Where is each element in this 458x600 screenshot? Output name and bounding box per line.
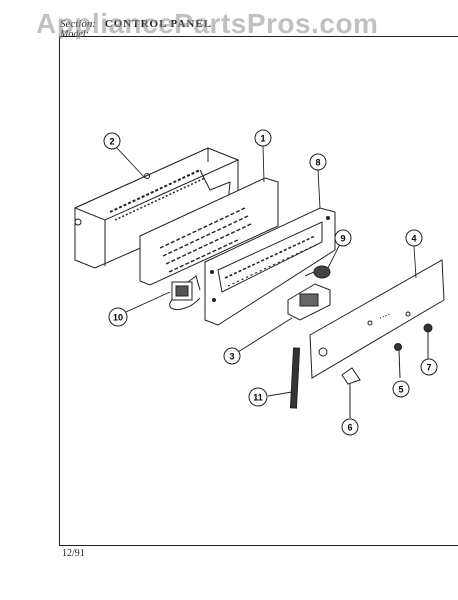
leader-lines xyxy=(115,145,429,397)
callout-2: 2 xyxy=(103,132,121,150)
callout-1-label: 1 xyxy=(260,134,265,144)
callout-11: 11 xyxy=(248,387,268,407)
callout-5: 5 xyxy=(392,380,410,398)
part-knob-shaft xyxy=(304,265,331,279)
callout-3-label: 3 xyxy=(229,352,234,362)
callout-4: 4 xyxy=(405,229,423,247)
callout-markers: 2 1 8 9 4 10 3 xyxy=(103,129,438,436)
frame-left-border xyxy=(59,36,60,546)
section-label: Section: xyxy=(60,18,97,30)
callout-7: 7 xyxy=(420,358,438,376)
callout-6: 6 xyxy=(341,418,359,436)
callout-1: 1 xyxy=(254,129,272,147)
callout-5-label: 5 xyxy=(398,385,403,395)
part-trim-strip xyxy=(289,347,301,409)
section-title: CONTROL PANEL xyxy=(104,18,213,30)
part-knob xyxy=(341,367,361,418)
callout-10-label: 10 xyxy=(113,313,123,323)
callout-11-label: 11 xyxy=(253,393,263,403)
frame-top-border xyxy=(59,36,458,37)
part-front-panel xyxy=(309,259,445,379)
part-screw xyxy=(423,323,433,355)
part-switch-bracket xyxy=(287,283,331,321)
part-back-panel xyxy=(139,177,279,286)
callout-3: 3 xyxy=(223,347,241,365)
callout-2-label: 2 xyxy=(109,137,114,147)
section-heading: Section: CONTROL PANEL xyxy=(60,18,212,30)
callout-6-label: 6 xyxy=(347,423,352,433)
callout-4-label: 4 xyxy=(411,234,416,244)
callout-9-label: 9 xyxy=(340,234,345,244)
callout-8: 8 xyxy=(309,153,327,171)
callout-10: 10 xyxy=(108,307,128,327)
model-label: Model: xyxy=(60,29,89,40)
revision-date: 12/91 xyxy=(62,548,85,559)
frame-bottom-border xyxy=(59,545,458,546)
part-timer-switch xyxy=(169,275,201,311)
part-small-screw xyxy=(394,343,402,379)
callout-8-label: 8 xyxy=(315,158,320,168)
callout-7-label: 7 xyxy=(426,363,431,373)
watermark-logo: AppliancePartsPros.com xyxy=(36,8,379,39)
callout-9: 9 xyxy=(334,229,352,247)
